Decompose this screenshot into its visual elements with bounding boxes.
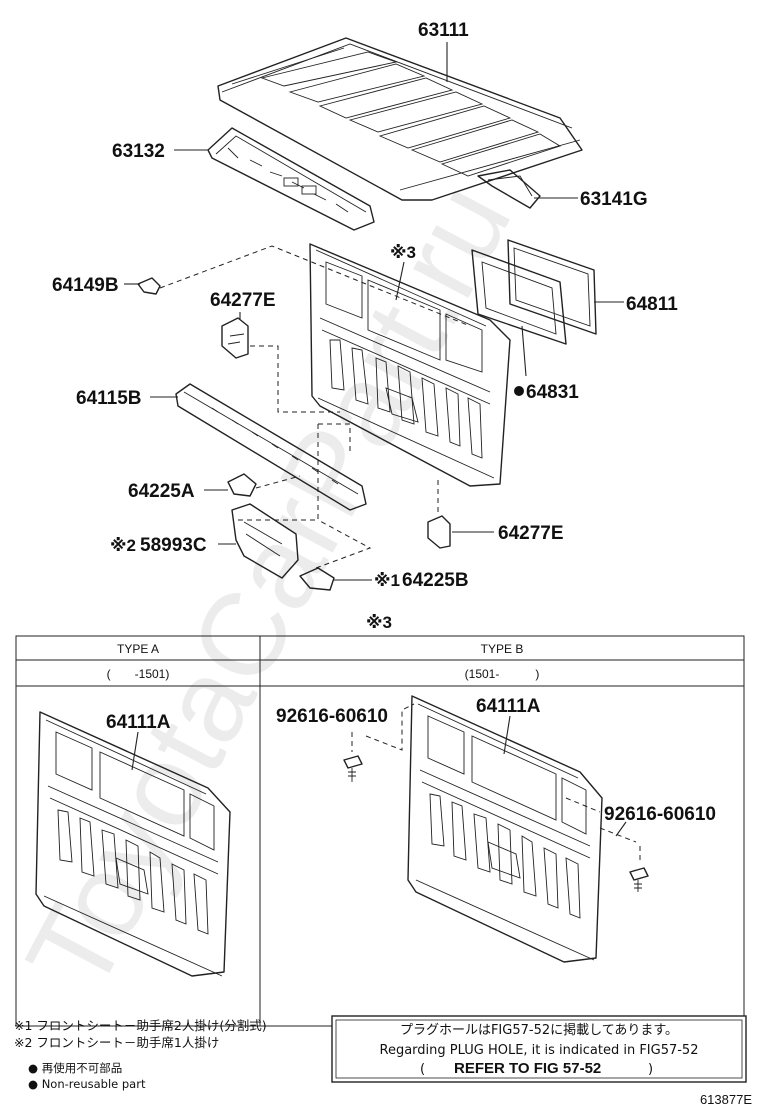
label-64149b: 64149B [52,275,119,296]
label-64277e-bottom: 64277E [498,523,564,544]
type-b-header: TYPE B [481,642,524,656]
note-non-reusable-en: ● Non-reusable part [28,1077,146,1091]
type-b-range: (1501- ) [465,667,540,681]
non-reusable-bullet-64831 [514,386,524,396]
bolt-right-drawing [629,867,649,892]
dashed-center-links [234,423,351,521]
note-ref1: ※1 フロントシート－助手席2人掛け(分割式) [14,1018,267,1033]
clip-64225b-drawing [299,567,335,591]
label-92616-right: 92616-60610 [604,804,716,825]
dashed-64277e-top [250,345,340,413]
label-63141g: 63141G [580,189,648,210]
label-58993c: 58993C [140,535,207,556]
front-header-drawing [207,127,375,231]
clip-64225a-drawing [227,473,257,497]
bolt-left-drawing [343,755,363,782]
reference-line-ja: プラグホールはFIG57-52に掲載してあります。 [400,1022,678,1038]
bracket-64277e-bottom-drawing [427,515,451,549]
bracket-58993c-drawing [231,503,299,579]
bracket-64277e-top-drawing [221,317,249,359]
label-64811: 64811 [626,294,678,315]
label-64115b: 64115B [76,388,142,409]
lower-rail-64115b-drawing [175,383,367,511]
label-63111: 63111 [418,20,469,41]
dashed-64149b [159,245,471,327]
ref1-marker-64225b: ※1 [374,571,400,590]
clip-64149b-drawing [137,277,161,295]
leader-64831 [521,325,527,377]
dashed-64225a [255,475,301,489]
dashed-64225b [315,519,372,569]
type-a-panel-drawing [35,711,231,977]
label-63132: 63132 [112,141,165,162]
label-64277e-top: 64277E [210,290,276,311]
dashed-bolt-right [565,797,641,864]
note-non-reusable-ja: ● 再使用不可部品 [28,1061,122,1075]
back-panel-drawing [309,243,511,487]
type-b-panel-drawing [407,695,603,963]
label-64111a-b: 64111A [476,696,541,717]
leader-64111a-a [131,731,139,771]
label-64225a: 64225A [128,481,195,502]
leader-ref3 [395,261,405,301]
weatherstrip-64831-drawing [471,249,567,345]
ref3-marker-top: ※3 [390,243,416,262]
reference-paren-open: ( [420,1062,425,1077]
leader-64111a-b [503,715,511,755]
label-64225b: 64225B [402,570,469,591]
window-glass-64811-drawing [507,239,597,335]
reference-box [331,1015,747,1083]
label-64111a-a: 64111A [106,712,171,733]
type-a-range: ( -1501) [107,667,170,681]
figure-code: 613877E [700,1092,752,1107]
ref3-marker-table: ※3 [366,613,392,632]
label-92616-left: 92616-60610 [276,706,388,727]
note-ref2: ※2 フロントシート－助手席1人掛け [14,1035,219,1050]
label-64831: 64831 [526,382,579,403]
ref2-marker-58993c: ※2 [110,536,136,555]
reference-fig-link[interactable]: REFER TO FIG 57-52 [454,1060,601,1077]
reference-paren-close: ) [648,1062,653,1077]
rear-header-drawing [477,169,541,209]
roof-panel-drawing [217,37,583,201]
dashed-bolt-left [351,703,415,752]
reference-line-en: Regarding PLUG HOLE, it is indicated in … [380,1043,699,1058]
leader-92616-right [615,821,627,837]
type-a-header: TYPE A [117,642,159,656]
